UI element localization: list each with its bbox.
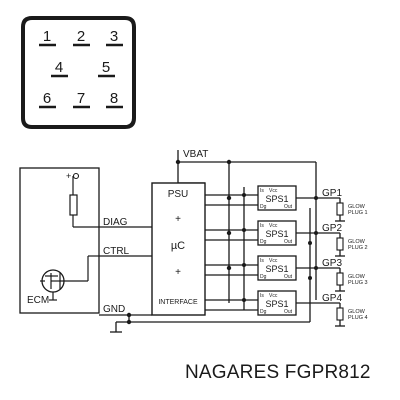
svg-text:Is: Is <box>260 188 264 194</box>
plus-label-2: + <box>175 267 181 278</box>
svg-text:GLOW: GLOW <box>348 204 366 210</box>
connector-pinout: 1 2 3 4 5 6 7 8 <box>21 16 136 129</box>
driver-2: Is Vcc SPS1 Dg Out <box>257 220 297 246</box>
svg-text:Is: Is <box>260 223 264 229</box>
svg-text:PLUG 1: PLUG 1 <box>348 210 368 216</box>
ecm-label: ECM <box>27 295 49 306</box>
glow-plug-2 <box>336 237 344 251</box>
svg-text:Dg: Dg <box>260 204 267 210</box>
svg-text:Vcc: Vcc <box>269 258 278 264</box>
output-2: GP2 GLOW PLUG 2 <box>322 223 368 251</box>
interface-label: INTERFACE <box>158 299 198 306</box>
sps1-label: SPS1 <box>265 299 288 309</box>
glow-plug-4 <box>336 307 344 321</box>
output-4: GP4 GLOW PLUG 4 <box>322 293 368 321</box>
psu-label: PSU <box>168 189 189 200</box>
svg-text:Is: Is <box>260 258 264 264</box>
svg-text:Out: Out <box>284 309 293 315</box>
svg-text:Out: Out <box>284 239 293 245</box>
glow-plug-1 <box>336 202 344 216</box>
svg-text:Dg: Dg <box>260 239 267 245</box>
diag-label: DIAG <box>103 217 128 228</box>
sps1-label: SPS1 <box>265 229 288 239</box>
gnd-label: GND <box>103 304 125 315</box>
svg-text:Vcc: Vcc <box>269 223 278 229</box>
plus-label-1: + <box>175 214 181 225</box>
pin-2: 2 <box>77 28 85 45</box>
svg-text:GLOW: GLOW <box>348 274 366 280</box>
vbat-label: VBAT <box>183 149 208 160</box>
driver-4: Is Vcc SPS1 Dg Out <box>257 290 297 316</box>
driver-3: Is Vcc SPS1 Dg Out <box>257 255 297 281</box>
svg-text:Dg: Dg <box>260 274 267 280</box>
svg-text:Is: Is <box>260 293 264 299</box>
glow-plug-3 <box>336 272 344 286</box>
svg-text:Vcc: Vcc <box>269 293 278 299</box>
svg-text:Vcc: Vcc <box>269 188 278 194</box>
wires <box>99 150 345 333</box>
svg-text:GLOW: GLOW <box>348 239 366 245</box>
svg-text:+: + <box>66 171 71 181</box>
pin-3: 3 <box>110 28 118 45</box>
gp4-label: GP4 <box>322 293 342 304</box>
sps1-label: SPS1 <box>265 194 288 204</box>
gp1-label: GP1 <box>322 188 342 199</box>
svg-text:PLUG 4: PLUG 4 <box>348 315 368 321</box>
pin-1: 1 <box>43 28 51 45</box>
svg-text:Dg: Dg <box>260 309 267 315</box>
output-3: GP3 GLOW PLUG 3 <box>322 258 368 286</box>
svg-text:PLUG 3: PLUG 3 <box>348 280 368 286</box>
pin-4: 4 <box>55 59 63 76</box>
driver-1: Is Vcc SPS1 Dg Out <box>257 185 297 211</box>
output-1: GP1 GLOW PLUG 1 <box>322 188 368 216</box>
product-caption: NAGARES FGPR812 <box>185 362 371 383</box>
pin-5: 5 <box>102 59 110 76</box>
svg-text:Out: Out <box>284 204 293 210</box>
svg-text:PLUG 2: PLUG 2 <box>348 245 368 251</box>
pin-7: 7 <box>77 90 85 107</box>
ecm-block: + ECM <box>19 167 100 314</box>
pin-6: 6 <box>43 90 51 107</box>
junctions <box>126 159 318 325</box>
svg-text:GLOW: GLOW <box>348 309 366 315</box>
pin-8: 8 <box>110 90 118 107</box>
uc-label: µC <box>171 240 185 252</box>
gp3-label: GP3 <box>322 258 342 269</box>
ctrl-label: CTRL <box>103 246 130 257</box>
controller-block: PSU + µC + INTERFACE <box>151 182 206 316</box>
svg-text:Out: Out <box>284 274 293 280</box>
sps1-label: SPS1 <box>265 264 288 274</box>
gp2-label: GP2 <box>322 223 342 234</box>
